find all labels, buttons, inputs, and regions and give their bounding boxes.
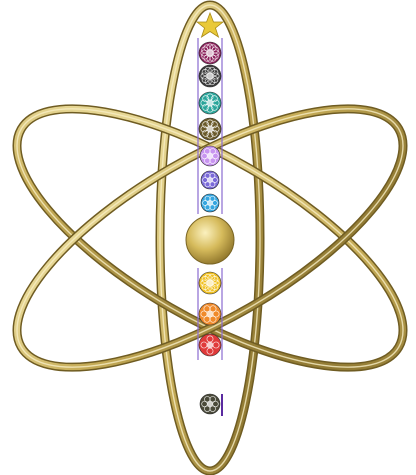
golden-sun-icon bbox=[186, 216, 234, 264]
heart-chakra-icon bbox=[199, 118, 221, 140]
root-chakra-icon bbox=[199, 334, 221, 356]
light-blue-chakra-icon bbox=[201, 194, 219, 212]
third-eye-chakra-icon bbox=[199, 65, 221, 87]
crown-chakra-icon bbox=[199, 42, 221, 64]
solar-plexus-chakra-icon bbox=[199, 272, 221, 294]
sacral-chakra-icon bbox=[199, 303, 221, 325]
upper-violet-chakra-icon bbox=[200, 146, 220, 166]
throat-chakra-icon bbox=[199, 92, 221, 114]
blue-violet-chakra-icon bbox=[201, 171, 219, 189]
star-icon bbox=[197, 13, 223, 37]
earth-star-chakra-icon bbox=[200, 394, 220, 414]
